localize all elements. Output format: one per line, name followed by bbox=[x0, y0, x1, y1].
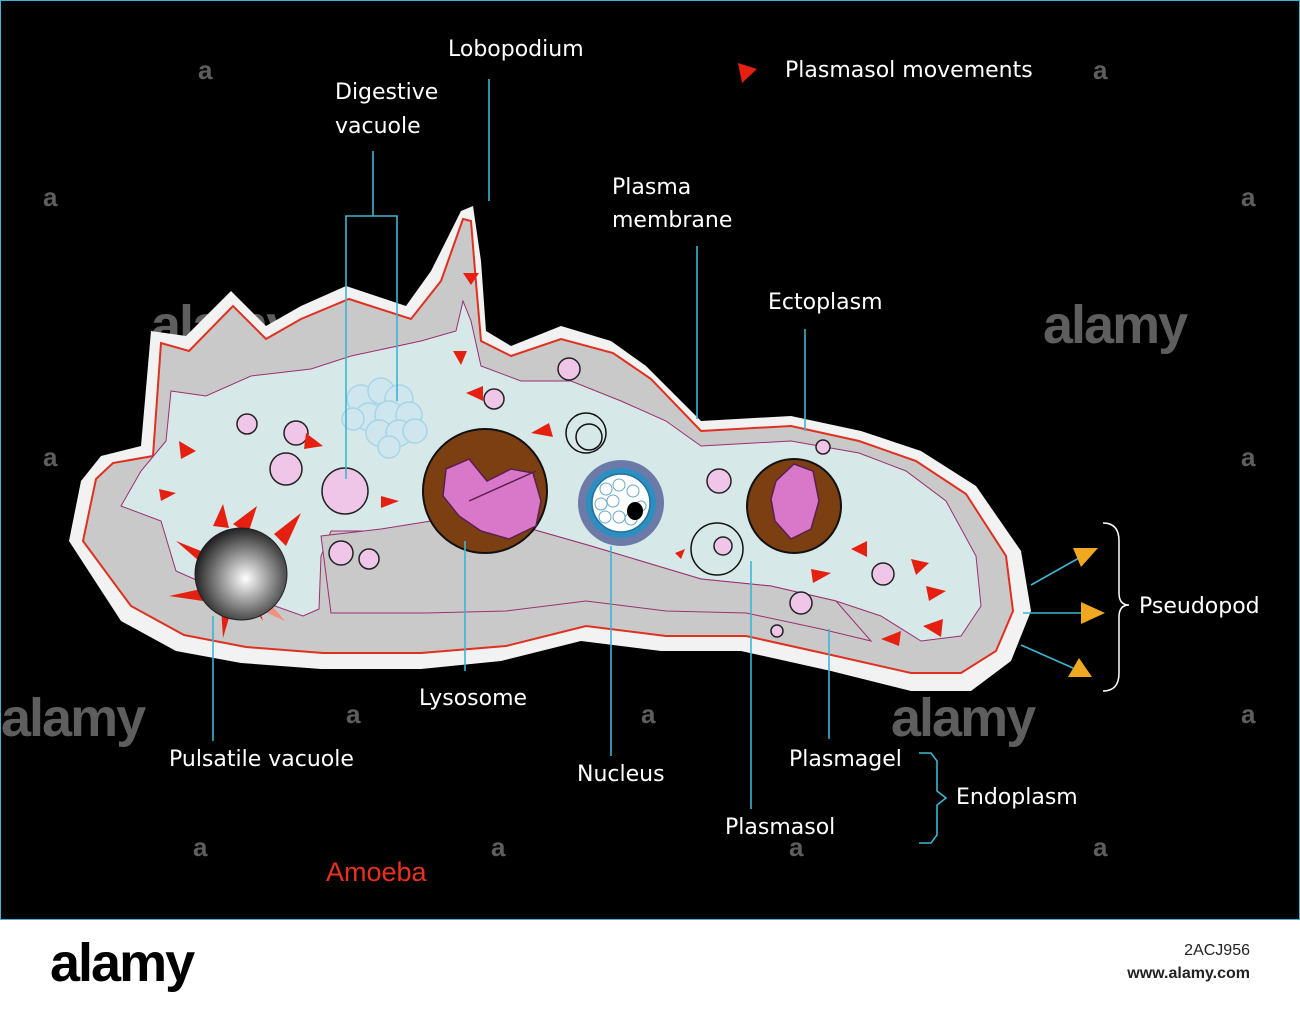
label-lysosome: Lysosome bbox=[419, 686, 527, 711]
pseudopod-arrows bbox=[1020, 522, 1130, 692]
watermark-mark: a bbox=[1241, 182, 1256, 212]
food-vacuole bbox=[746, 458, 842, 554]
digestive-vacuole bbox=[341, 377, 428, 459]
vesicles bbox=[236, 357, 895, 638]
label-plasma-membrane-line2: membrane bbox=[612, 208, 732, 233]
leader-lines bbox=[212, 79, 948, 844]
footer-logo: alamy bbox=[50, 933, 195, 993]
pseudopod-brace bbox=[1102, 522, 1130, 692]
watermark-mark: a bbox=[1093, 55, 1108, 85]
watermark-text: alamy bbox=[891, 688, 1036, 748]
label-endoplasm: Endoplasm bbox=[956, 785, 1078, 810]
lysosome bbox=[422, 428, 548, 554]
watermark-text: alamy bbox=[1, 688, 146, 748]
watermark-mark: a bbox=[43, 442, 58, 472]
nucleus bbox=[578, 460, 664, 546]
diagram-title: Amoeba bbox=[326, 857, 428, 887]
watermark-mark: a bbox=[198, 55, 213, 85]
legend-arrow-icon bbox=[738, 63, 757, 83]
footer-url: www.alamy.com bbox=[1127, 965, 1250, 982]
label-plasmasol: Plasmasol bbox=[725, 815, 835, 840]
label-pulsatile-vacuole: Pulsatile vacuole bbox=[169, 747, 354, 772]
label-lobopodium: Lobopodium bbox=[448, 37, 584, 62]
label-digestive-vacuole-line2: vacuole bbox=[335, 114, 421, 139]
watermark-mark: a bbox=[1241, 699, 1256, 729]
pulsatile-vacuole bbox=[169, 504, 301, 638]
footer-bar: alamy 2ACJ956 www.alamy.com bbox=[0, 920, 1300, 1009]
label-plasma-membrane-line1: Plasma bbox=[612, 175, 691, 200]
watermark-mark: a bbox=[789, 832, 804, 862]
label-nucleus: Nucleus bbox=[577, 762, 665, 787]
plasmasol-arrows bbox=[159, 273, 946, 646]
footer-image-id: 2ACJ956 bbox=[1184, 942, 1250, 959]
watermark-text: alamy bbox=[1043, 295, 1188, 355]
label-ectoplasm: Ectoplasm bbox=[768, 290, 883, 315]
watermark-mark: a bbox=[1241, 442, 1256, 472]
label-digestive-vacuole-line1: Digestive bbox=[335, 80, 438, 105]
diagram-frame: a a a a a a a a a a a a a alamy alamy al… bbox=[0, 0, 1300, 920]
label-plasmagel: Plasmagel bbox=[789, 747, 902, 772]
watermark-mark: a bbox=[491, 832, 506, 862]
watermark-mark: a bbox=[193, 832, 208, 862]
watermark-mark: a bbox=[43, 182, 58, 212]
amoeba-diagram: a a a a a a a a a a a a a alamy alamy al… bbox=[1, 37, 1260, 887]
watermark-mark: a bbox=[1093, 832, 1108, 862]
empty-vacuoles bbox=[565, 412, 744, 576]
legend-label: Plasmasol movements bbox=[785, 58, 1033, 83]
watermark-mark: a bbox=[346, 699, 361, 729]
watermark-mark: a bbox=[641, 699, 656, 729]
label-pseudopod: Pseudopod bbox=[1139, 594, 1260, 619]
